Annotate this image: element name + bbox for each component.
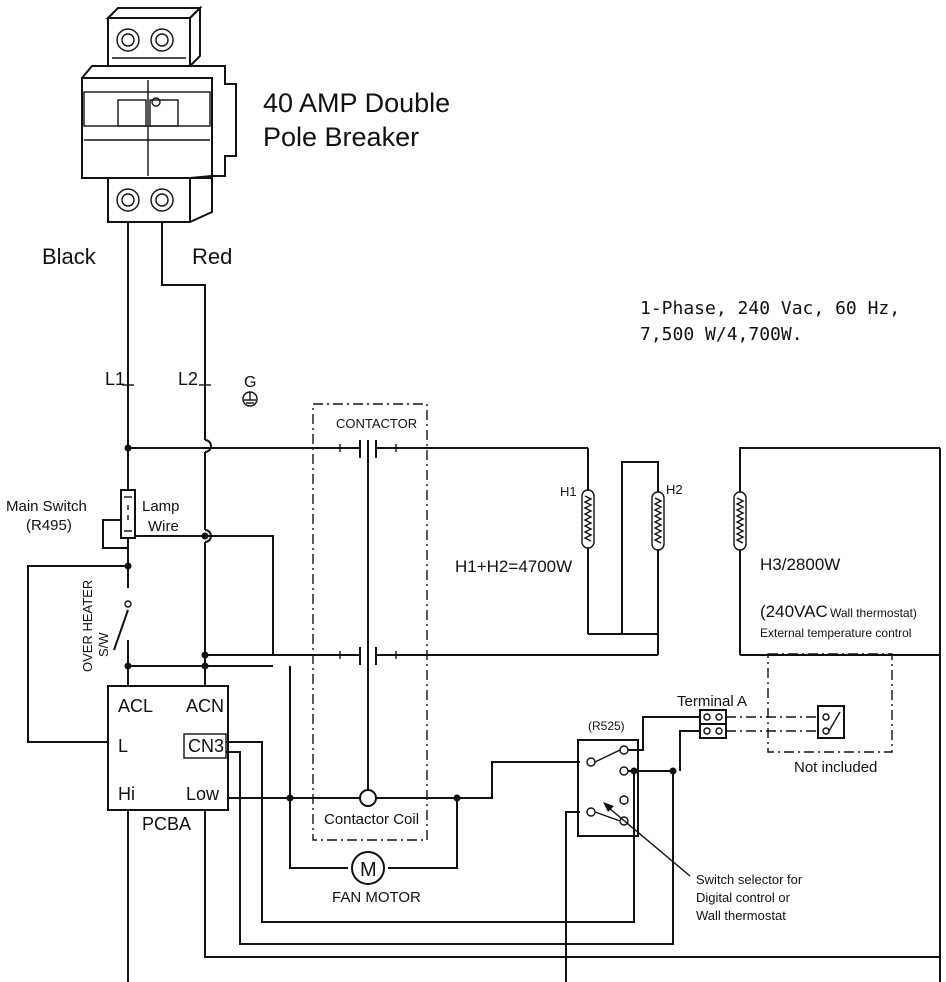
pcba-output-wires (127, 666, 940, 982)
contactor-coil-icon (359, 789, 377, 807)
h1-label: H1 (560, 484, 577, 499)
pcba-low: Low (186, 784, 220, 804)
selector-contacts (565, 716, 700, 982)
thermostat-volt: (240VAC (760, 602, 828, 621)
contactor-coil-label: Contactor Coil (324, 811, 419, 828)
overheat-label-line1: OVER HEATER (80, 580, 95, 672)
not-included-label: Not included (794, 759, 877, 776)
pcba-acl: ACL (118, 696, 153, 716)
selector-code: (R525) (588, 719, 625, 733)
lamp-label: Lamp (142, 498, 180, 515)
h2-label: H2 (666, 482, 683, 497)
contactor-label: CONTACTOR (336, 416, 417, 431)
supply-wires (122, 222, 212, 666)
wire-label: Wire (148, 518, 179, 535)
heater-h2-icon (621, 461, 665, 655)
red-wire-label: Red (192, 244, 232, 269)
pcba-name: PCBA (142, 814, 191, 834)
ground-icon (242, 391, 258, 407)
fan-motor-icon: M (351, 851, 385, 885)
selector-note-line2: Digital control or (696, 890, 791, 905)
fan-motor-symbol: M (360, 859, 377, 881)
l1-label: L1 (105, 369, 125, 389)
thermostat-wall: Wall thermostat) (830, 606, 917, 620)
overheat-label-line2: S/W (96, 632, 111, 657)
double-pole-breaker-icon (81, 5, 237, 223)
breaker-title-line2: Pole Breaker (263, 122, 419, 152)
selector-switch-icon (577, 739, 639, 837)
pcba-acn: ACN (186, 696, 224, 716)
thermostat-enclosure (767, 653, 893, 753)
spec-line2: 7,500 W/4,700W. (640, 324, 803, 345)
contactor-upper-contact (128, 440, 588, 458)
pcba-cn3: CN3 (188, 736, 224, 756)
overheat-switch-icon (27, 565, 132, 743)
selector-note-line1: Switch selector for (696, 872, 803, 887)
heater-h3-icon (733, 447, 940, 656)
cn3-connector (183, 733, 227, 759)
black-wire-label: Black (42, 244, 97, 269)
fan-motor-label: FAN MOTOR (332, 889, 421, 906)
selector-pointer (608, 807, 691, 877)
pcba-hi: Hi (118, 784, 135, 804)
wall-thermostat-icon (817, 705, 845, 739)
selector-pointer-arrow (603, 802, 614, 812)
selector-note-line3: Wall thermostat (696, 908, 786, 923)
pcba-l: L (118, 736, 128, 756)
spec-line1: 1-Phase, 240 Vac, 60 Hz, (640, 298, 900, 319)
contactor-enclosure (312, 403, 428, 841)
main-switch-code: (R495) (26, 517, 72, 534)
terminal-a-icon (679, 709, 727, 771)
h3-rating: H3/2800W (760, 555, 840, 574)
pcba-board (107, 685, 229, 811)
ground-label: G (244, 374, 256, 391)
l2-label: L2 (178, 369, 198, 389)
main-switch-label: Main Switch (6, 498, 87, 515)
contactor-lower-contact (205, 647, 658, 665)
h12-rating: H1+H2=4700W (455, 557, 572, 576)
breaker-title-line1: 40 AMP Double (263, 88, 450, 118)
thermostat-ext: External temperature control (760, 626, 911, 640)
heater-h1-icon (581, 448, 658, 635)
terminal-label: Terminal A (677, 693, 747, 710)
